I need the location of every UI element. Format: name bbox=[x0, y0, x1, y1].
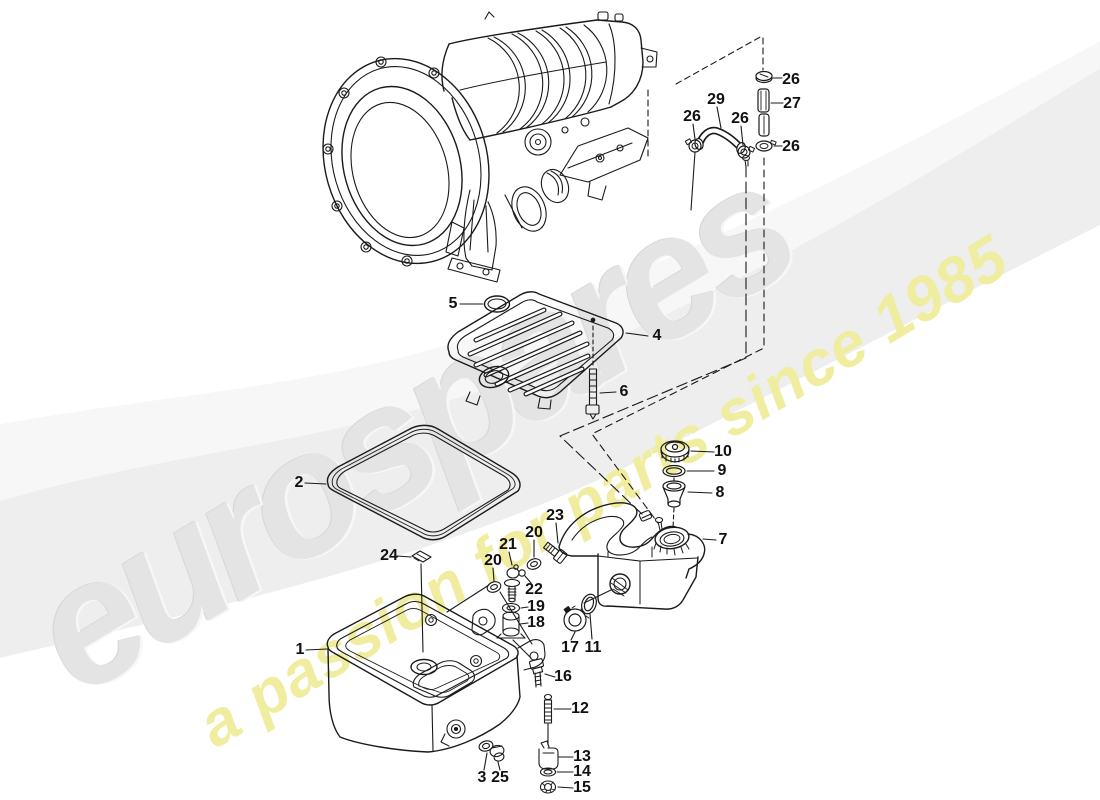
label-leader-lines bbox=[304, 77, 784, 789]
part-label-p2: 2 bbox=[294, 474, 304, 491]
part-label-p12: 12 bbox=[571, 700, 589, 717]
part-label-p26c: 26 bbox=[782, 71, 800, 88]
part-label-p24: 24 bbox=[380, 547, 398, 564]
part-label-p22: 22 bbox=[525, 581, 543, 598]
reservoir-mount-fasteners bbox=[638, 510, 664, 531]
part-label-p26a: 26 bbox=[683, 108, 701, 125]
part-label-p1: 1 bbox=[295, 641, 305, 658]
part-label-p20b: 20 bbox=[525, 524, 543, 541]
part-label-p16: 16 bbox=[554, 668, 572, 685]
swoosh-highlight bbox=[0, 41, 1100, 501]
strainer-bolt bbox=[585, 368, 600, 420]
part-label-p5: 5 bbox=[448, 295, 458, 312]
washer-14 bbox=[539, 767, 557, 777]
grommet bbox=[563, 605, 590, 632]
part-label-p13: 13 bbox=[573, 748, 591, 765]
cap-o-ring bbox=[662, 464, 686, 478]
part-label-p29: 29 bbox=[707, 91, 725, 108]
strainer-slots bbox=[467, 307, 591, 397]
part-label-p27: 27 bbox=[783, 95, 801, 112]
lock-nut-15 bbox=[539, 780, 557, 794]
o-ring-11 bbox=[581, 593, 597, 615]
drain-plug-25 bbox=[489, 744, 505, 762]
part-label-p11: 11 bbox=[584, 639, 602, 656]
oil-strainer bbox=[447, 291, 624, 410]
part-label-p26b: 26 bbox=[731, 110, 749, 127]
part-label-p8: 8 bbox=[715, 484, 725, 501]
part-label-p14: 14 bbox=[573, 763, 591, 780]
part-label-p7: 7 bbox=[718, 531, 728, 548]
bell-flange-tabs bbox=[322, 56, 440, 267]
part-label-p18: 18 bbox=[527, 614, 545, 631]
oil-pan bbox=[326, 593, 546, 753]
breather-hose-parts bbox=[684, 70, 777, 168]
pan-gasket bbox=[326, 424, 521, 541]
part-label-p26d: 26 bbox=[782, 138, 800, 155]
filler-cap bbox=[660, 440, 690, 463]
clip-nut-13 bbox=[538, 740, 559, 770]
strainer-o-ring bbox=[483, 295, 511, 313]
part-label-p21: 21 bbox=[499, 536, 517, 553]
part-label-p15: 15 bbox=[573, 779, 591, 796]
swoosh-band bbox=[0, 68, 1100, 658]
part-label-p19: 19 bbox=[527, 598, 545, 615]
transmission-ports bbox=[511, 117, 590, 232]
valve-group bbox=[486, 541, 568, 639]
clip-24 bbox=[411, 550, 432, 563]
part-label-p17: 17 bbox=[561, 639, 579, 656]
transmission-mount-bracket bbox=[559, 127, 649, 201]
filler-funnel bbox=[662, 480, 686, 508]
bolt-16 bbox=[528, 658, 544, 688]
part-label-p4: 4 bbox=[652, 327, 662, 344]
part-label-p9: 9 bbox=[717, 462, 727, 479]
part-label-p20a: 20 bbox=[484, 552, 502, 569]
transmission-legs bbox=[445, 189, 523, 283]
transmission-drawing bbox=[322, 11, 658, 283]
pan-ear-a bbox=[471, 608, 496, 636]
part-label-p6: 6 bbox=[619, 383, 629, 400]
part-label-p3: 3 bbox=[477, 769, 487, 786]
part-label-p10: 10 bbox=[714, 443, 732, 460]
part-label-p25: 25 bbox=[491, 769, 509, 786]
barrel-ribs bbox=[487, 24, 608, 134]
part-label-p23: 23 bbox=[546, 507, 564, 524]
washer-3 bbox=[478, 740, 494, 752]
stud-12 bbox=[543, 693, 553, 724]
oil-reservoir bbox=[558, 502, 706, 610]
pan-drain-boss bbox=[440, 719, 466, 747]
